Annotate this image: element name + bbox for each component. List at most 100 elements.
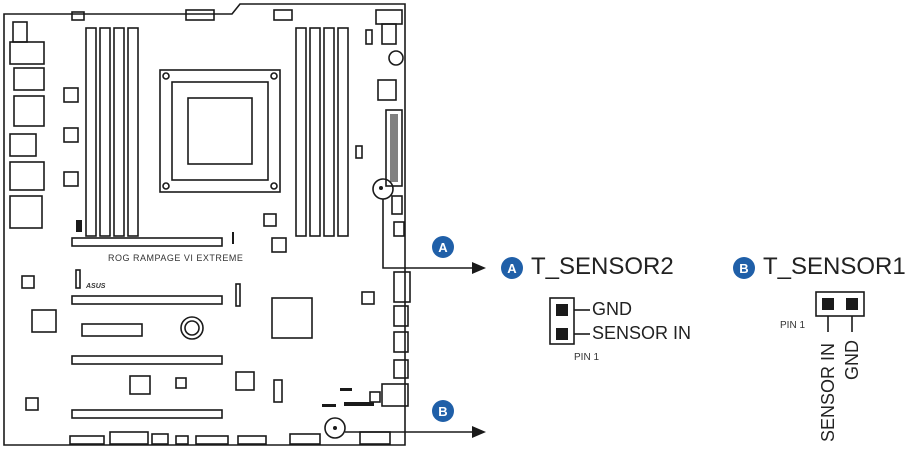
sensor1-pin1-label: PIN 1 bbox=[780, 320, 806, 331]
dimm-slot bbox=[85, 27, 97, 237]
cmos-battery bbox=[180, 316, 204, 340]
io-block bbox=[13, 95, 45, 127]
component bbox=[393, 221, 405, 237]
sensor1-dot bbox=[333, 426, 337, 430]
io-block bbox=[63, 171, 79, 187]
component bbox=[175, 377, 187, 389]
t-sensor2-header bbox=[549, 297, 575, 345]
io-block bbox=[13, 67, 45, 91]
component bbox=[393, 305, 409, 327]
t-sensor1-pin-gnd bbox=[846, 298, 858, 310]
bottom-header bbox=[195, 435, 229, 445]
top-connector bbox=[273, 9, 293, 21]
component bbox=[369, 391, 381, 403]
socket-screw bbox=[270, 72, 278, 80]
dimm-slot bbox=[113, 27, 125, 237]
t-sensor1-pin-sensor bbox=[822, 298, 834, 310]
sensor2-badge: A bbox=[501, 257, 523, 279]
io-block bbox=[9, 195, 43, 229]
sensor2-pin1-label: PIN 1 bbox=[574, 352, 600, 363]
pcie-slot bbox=[71, 237, 223, 247]
sensor2-pin-sensor-label: SENSOR IN bbox=[592, 323, 692, 343]
board-outline bbox=[3, 3, 406, 446]
atx-power bbox=[385, 109, 403, 187]
dimm-slot bbox=[99, 27, 111, 237]
io-block bbox=[9, 41, 45, 65]
component bbox=[393, 359, 409, 379]
component bbox=[263, 213, 277, 227]
component bbox=[391, 195, 403, 215]
component bbox=[31, 309, 57, 333]
bottom-header bbox=[69, 435, 105, 445]
chipset bbox=[271, 297, 313, 339]
sensor2-dot bbox=[379, 186, 383, 190]
pcie-slot bbox=[71, 355, 223, 365]
socket-screw bbox=[162, 182, 170, 190]
board-silkscreen: ROG RAMPAGE VI EXTREME bbox=[108, 253, 244, 263]
t-sensor2-pin-gnd bbox=[556, 304, 568, 316]
t-sensor2-pin-sensor bbox=[556, 328, 568, 340]
dimm-slot bbox=[127, 27, 139, 237]
t-sensor1-header bbox=[815, 291, 865, 317]
bottom-header bbox=[359, 431, 391, 445]
io-block bbox=[9, 161, 45, 191]
component bbox=[377, 79, 397, 101]
pcie-latch bbox=[75, 269, 81, 289]
pin-dots bbox=[344, 402, 374, 406]
bottom-header bbox=[289, 433, 321, 445]
bottom-header bbox=[109, 431, 149, 445]
component bbox=[235, 371, 255, 391]
socket-screw bbox=[162, 72, 170, 80]
top-connector bbox=[185, 9, 215, 21]
bottom-header bbox=[237, 435, 267, 445]
pcie-slot bbox=[71, 409, 223, 419]
component bbox=[381, 383, 409, 407]
pcie-slot bbox=[71, 295, 223, 305]
sensor1-title: T_SENSOR1 bbox=[763, 253, 906, 280]
cpu-socket-core bbox=[187, 97, 253, 165]
io-block bbox=[12, 21, 28, 43]
component bbox=[361, 291, 375, 305]
dimm-slot bbox=[309, 27, 321, 237]
pin-dots bbox=[76, 220, 82, 232]
component bbox=[273, 379, 283, 403]
cpu-socket-frame bbox=[171, 81, 269, 181]
io-block bbox=[63, 127, 79, 143]
top-connector bbox=[375, 9, 403, 25]
bottom-header bbox=[151, 433, 169, 445]
cmos-battery-inner bbox=[184, 320, 200, 336]
sensor1-badge: B bbox=[733, 257, 755, 279]
sensor1-pin-sensor-label: SENSOR IN bbox=[818, 342, 838, 442]
pin-dots bbox=[322, 404, 336, 407]
sensor2-pin-gnd-label: GND bbox=[592, 299, 632, 319]
io-block bbox=[63, 87, 79, 103]
dimm-slot bbox=[295, 27, 307, 237]
board-logo: ASUS bbox=[86, 283, 106, 290]
m2-slot bbox=[81, 323, 143, 337]
sensor1-pin-gnd-label: GND bbox=[842, 340, 862, 380]
arrow-head-a bbox=[472, 262, 486, 274]
t-sensor1-location bbox=[324, 417, 346, 439]
component bbox=[393, 331, 409, 353]
sata-connector bbox=[381, 23, 397, 45]
component bbox=[271, 237, 287, 253]
component bbox=[365, 29, 373, 45]
arrow-head-b bbox=[472, 426, 486, 438]
dimm-slot bbox=[323, 27, 335, 237]
component bbox=[393, 271, 411, 303]
callout-line-a bbox=[382, 199, 474, 269]
component bbox=[388, 50, 404, 66]
callout-b-badge: B bbox=[432, 400, 454, 422]
bottom-header bbox=[175, 435, 189, 445]
top-connector bbox=[71, 11, 85, 21]
io-block bbox=[9, 133, 37, 157]
pin-dots bbox=[390, 114, 398, 182]
component bbox=[25, 397, 39, 411]
component bbox=[355, 145, 363, 159]
callout-a-badge: A bbox=[432, 236, 454, 258]
socket-screw bbox=[270, 182, 278, 190]
pcie-latch bbox=[235, 283, 241, 307]
component bbox=[129, 375, 151, 395]
pin-dots bbox=[340, 388, 352, 391]
